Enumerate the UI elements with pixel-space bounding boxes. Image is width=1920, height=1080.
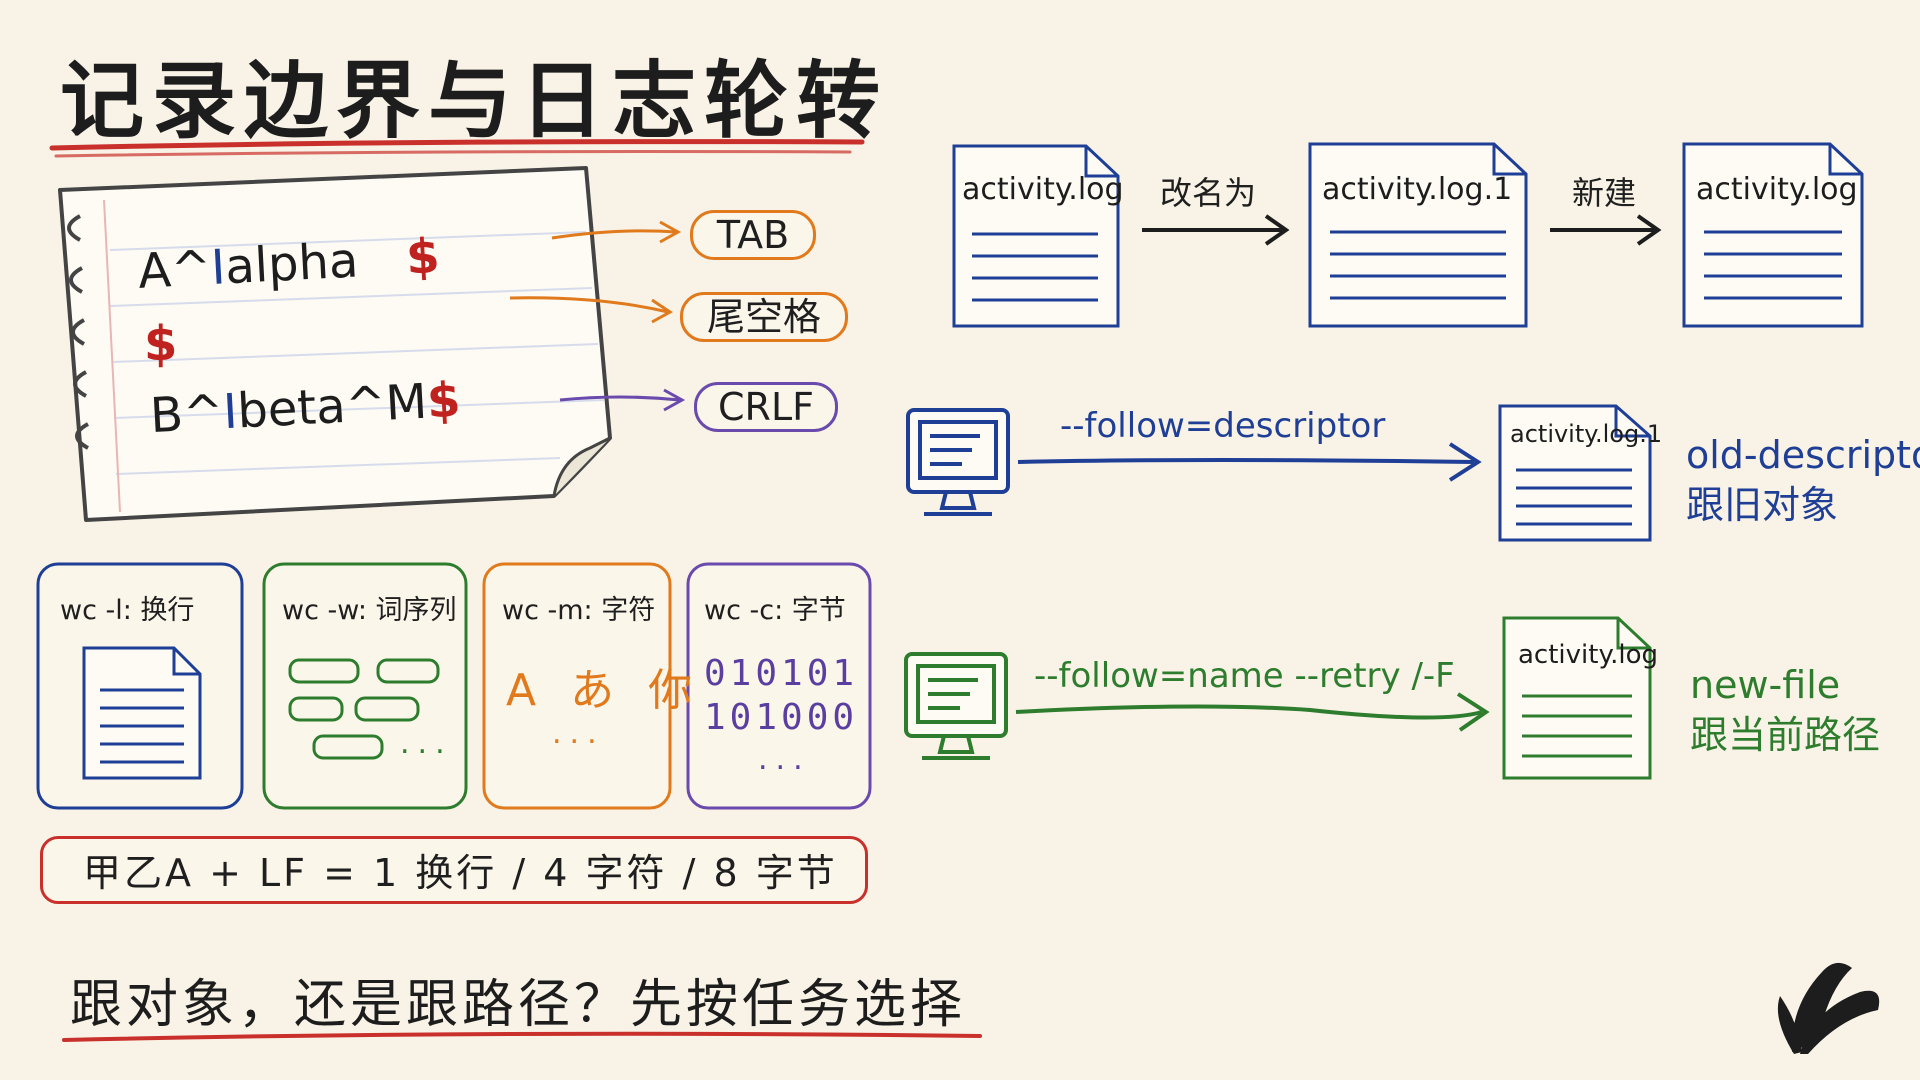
arrow-descriptor — [1017, 442, 1482, 482]
file-icon-descriptor — [1498, 404, 1652, 542]
code-caret: ^ — [169, 240, 213, 299]
bits-row-1: 010101 — [704, 653, 859, 694]
bottom-underline — [62, 1031, 982, 1042]
monitor-icon-name — [904, 652, 1008, 760]
document-icon — [82, 646, 202, 780]
page-title: 记录边界与日志轮转 — [60, 52, 889, 150]
card-label-wc-w: wc -w: 词序列 — [282, 595, 457, 626]
bottom-note: 跟对象，还是跟路径？先按任务选择 — [70, 975, 967, 1035]
card-wc-m-chars: A あ 你 — [506, 665, 703, 716]
code-text: alpha — [223, 232, 360, 296]
word-blocks-icon — [288, 658, 440, 760]
code-char: A — [136, 242, 173, 300]
mode-line-2: 跟当前路径 — [1690, 713, 1881, 757]
rotation-file-2-name: activity.log.1 — [1322, 172, 1513, 207]
card-wc-c — [686, 562, 872, 810]
code-text: beta^M — [235, 373, 429, 440]
rotation-file-3-name: activity.log — [1696, 172, 1858, 207]
code-dollar: $ — [425, 371, 462, 430]
card-label-wc-m: wc -m: 字符 — [502, 595, 656, 626]
title-underline — [49, 139, 865, 151]
card-label-wc-c: wc -c: 字节 — [704, 595, 846, 626]
file-icon-name — [1502, 616, 1652, 780]
card-wc-c-bits: 010101 101000 — [704, 652, 854, 740]
notepad-sheet — [58, 166, 612, 522]
mode-line-1: old-descriptor — [1686, 433, 1920, 477]
arrow-to-tab — [551, 229, 677, 240]
arrow-to-crlf — [559, 395, 681, 402]
arrow-to-trailing-space — [509, 296, 669, 314]
pill-trailing-space: 尾空格 — [680, 292, 848, 342]
butterfly-icon — [1777, 962, 1880, 1054]
pill-crlf: CRLF — [694, 382, 838, 432]
card-wc-c-dots: ... — [758, 742, 811, 777]
file-icon-3 — [1682, 142, 1864, 328]
rotation-arrow-1-label: 改名为 — [1160, 174, 1257, 212]
rotation-arrow-1 — [1142, 214, 1290, 246]
code-dollar: $ — [404, 228, 441, 286]
card-wc-m — [482, 562, 672, 810]
mode-line-1: new-file — [1690, 663, 1841, 707]
file-icon-2 — [1308, 142, 1528, 328]
rotation-file-1-name: activity.log — [962, 172, 1124, 207]
monitor-icon-descriptor — [906, 408, 1010, 516]
code-line-2: $ — [144, 316, 177, 372]
mode-line-2: 跟旧对象 — [1686, 483, 1839, 527]
arrow-name — [1015, 692, 1490, 732]
follow-name-file: activity.log — [1518, 640, 1659, 670]
follow-name-mode: new-file 跟当前路径 — [1690, 660, 1880, 760]
card-wc-m-dots: ... — [552, 716, 605, 751]
card-label-wc-l: wc -l: 换行 — [60, 595, 195, 626]
code-caret: ^ — [181, 384, 225, 443]
follow-name-option: --follow=name --retry /-F — [1034, 656, 1455, 696]
pill-tab: TAB — [690, 210, 816, 260]
bits-row-2: 101000 — [704, 697, 859, 738]
follow-descriptor-file: activity.log.1 — [1510, 420, 1663, 448]
code-char: B — [148, 386, 185, 445]
file-icon-1 — [952, 144, 1120, 328]
code-dollar: $ — [144, 316, 178, 372]
summary-box: 甲乙A + LF = 1 换行 / 4 字符 / 8 字节 — [40, 836, 868, 904]
follow-descriptor-option: --follow=descriptor — [1060, 406, 1386, 446]
rotation-arrow-2-label: 新建 — [1572, 174, 1637, 212]
rotation-arrow-2 — [1550, 214, 1662, 246]
follow-descriptor-mode: old-descriptor 跟旧对象 — [1686, 430, 1920, 530]
card-wc-w-dots: ... — [400, 726, 453, 761]
